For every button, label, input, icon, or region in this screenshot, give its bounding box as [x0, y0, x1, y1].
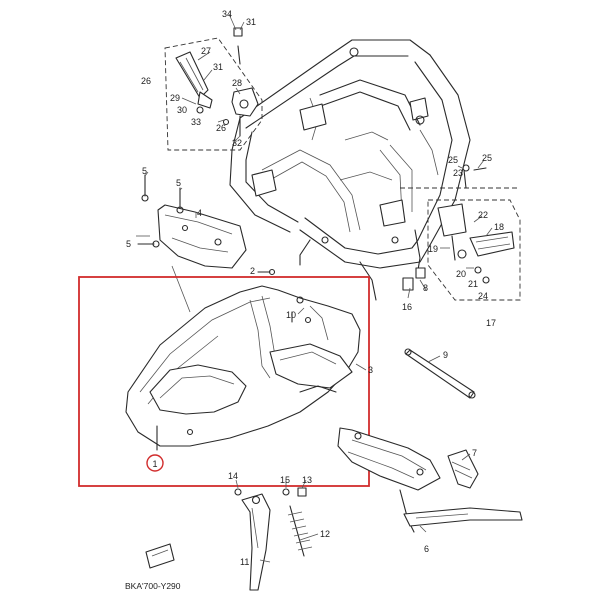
label-part-8: 8 — [423, 283, 428, 293]
label-part-31-top: 31 — [246, 17, 256, 27]
label-part-25-b: 25 — [482, 153, 492, 163]
label-part-32: 32 — [232, 138, 242, 148]
label-part-5-b: 5 — [176, 178, 181, 188]
label-part-19: 19 — [428, 244, 438, 254]
label-part-6: 6 — [424, 544, 429, 554]
label-part-18: 18 — [494, 222, 504, 232]
label-part-31: 31 — [213, 62, 223, 72]
label-part-2: 2 — [250, 266, 255, 276]
label-part-1: 1 — [152, 459, 157, 469]
label-part-12: 12 — [320, 529, 330, 539]
label-part-17: 17 — [486, 318, 496, 328]
frame-assembly — [229, 39, 471, 301]
left-footrest-group — [164, 27, 263, 151]
label-part-28: 28 — [232, 78, 242, 88]
callout-part-1: 1 — [146, 454, 164, 472]
label-part-14: 14 — [228, 471, 238, 481]
label-part-33: 33 — [191, 117, 201, 127]
diagram-code: BKA'700-Y290 — [125, 581, 181, 591]
label-part-30: 30 — [177, 105, 187, 115]
label-part-22: 22 — [478, 210, 488, 220]
highlight-box — [78, 276, 370, 487]
label-part-5-a: 5 — [142, 166, 147, 176]
label-part-13: 13 — [302, 475, 312, 485]
label-part-20: 20 — [456, 269, 466, 279]
side-stand-part-11 — [145, 487, 313, 591]
label-part-21: 21 — [468, 279, 478, 289]
label-part-9: 9 — [443, 350, 448, 360]
leader-lines — [136, 13, 493, 563]
label-part-10: 10 — [286, 310, 296, 320]
label-part-3: 3 — [368, 365, 373, 375]
label-part-4: 4 — [197, 208, 202, 218]
label-part-27: 27 — [201, 46, 211, 56]
part-labels: 34 31 27 31 26 28 29 30 33 26 32 5 5 4 5… — [126, 9, 504, 567]
label-part-23: 23 — [453, 168, 463, 178]
label-part-29: 29 — [170, 93, 180, 103]
label-part-5-c: 5 — [126, 239, 131, 249]
label-part-16: 16 — [402, 302, 412, 312]
label-part-15: 15 — [280, 475, 290, 485]
right-footrest-group — [402, 164, 521, 301]
label-part-26b: 26 — [216, 123, 226, 133]
label-part-11: 11 — [240, 557, 249, 567]
main-stand-part-6 — [337, 427, 523, 533]
undercover-part-1 — [125, 268, 361, 451]
label-part-26: 26 — [141, 76, 151, 86]
label-part-25-a: 25 — [448, 155, 458, 165]
label-part-34: 34 — [222, 9, 232, 19]
label-part-24: 24 — [478, 291, 488, 301]
bracket-part-4 — [137, 174, 247, 313]
shaft-part-9 — [404, 348, 476, 399]
label-part-7: 7 — [472, 448, 477, 458]
